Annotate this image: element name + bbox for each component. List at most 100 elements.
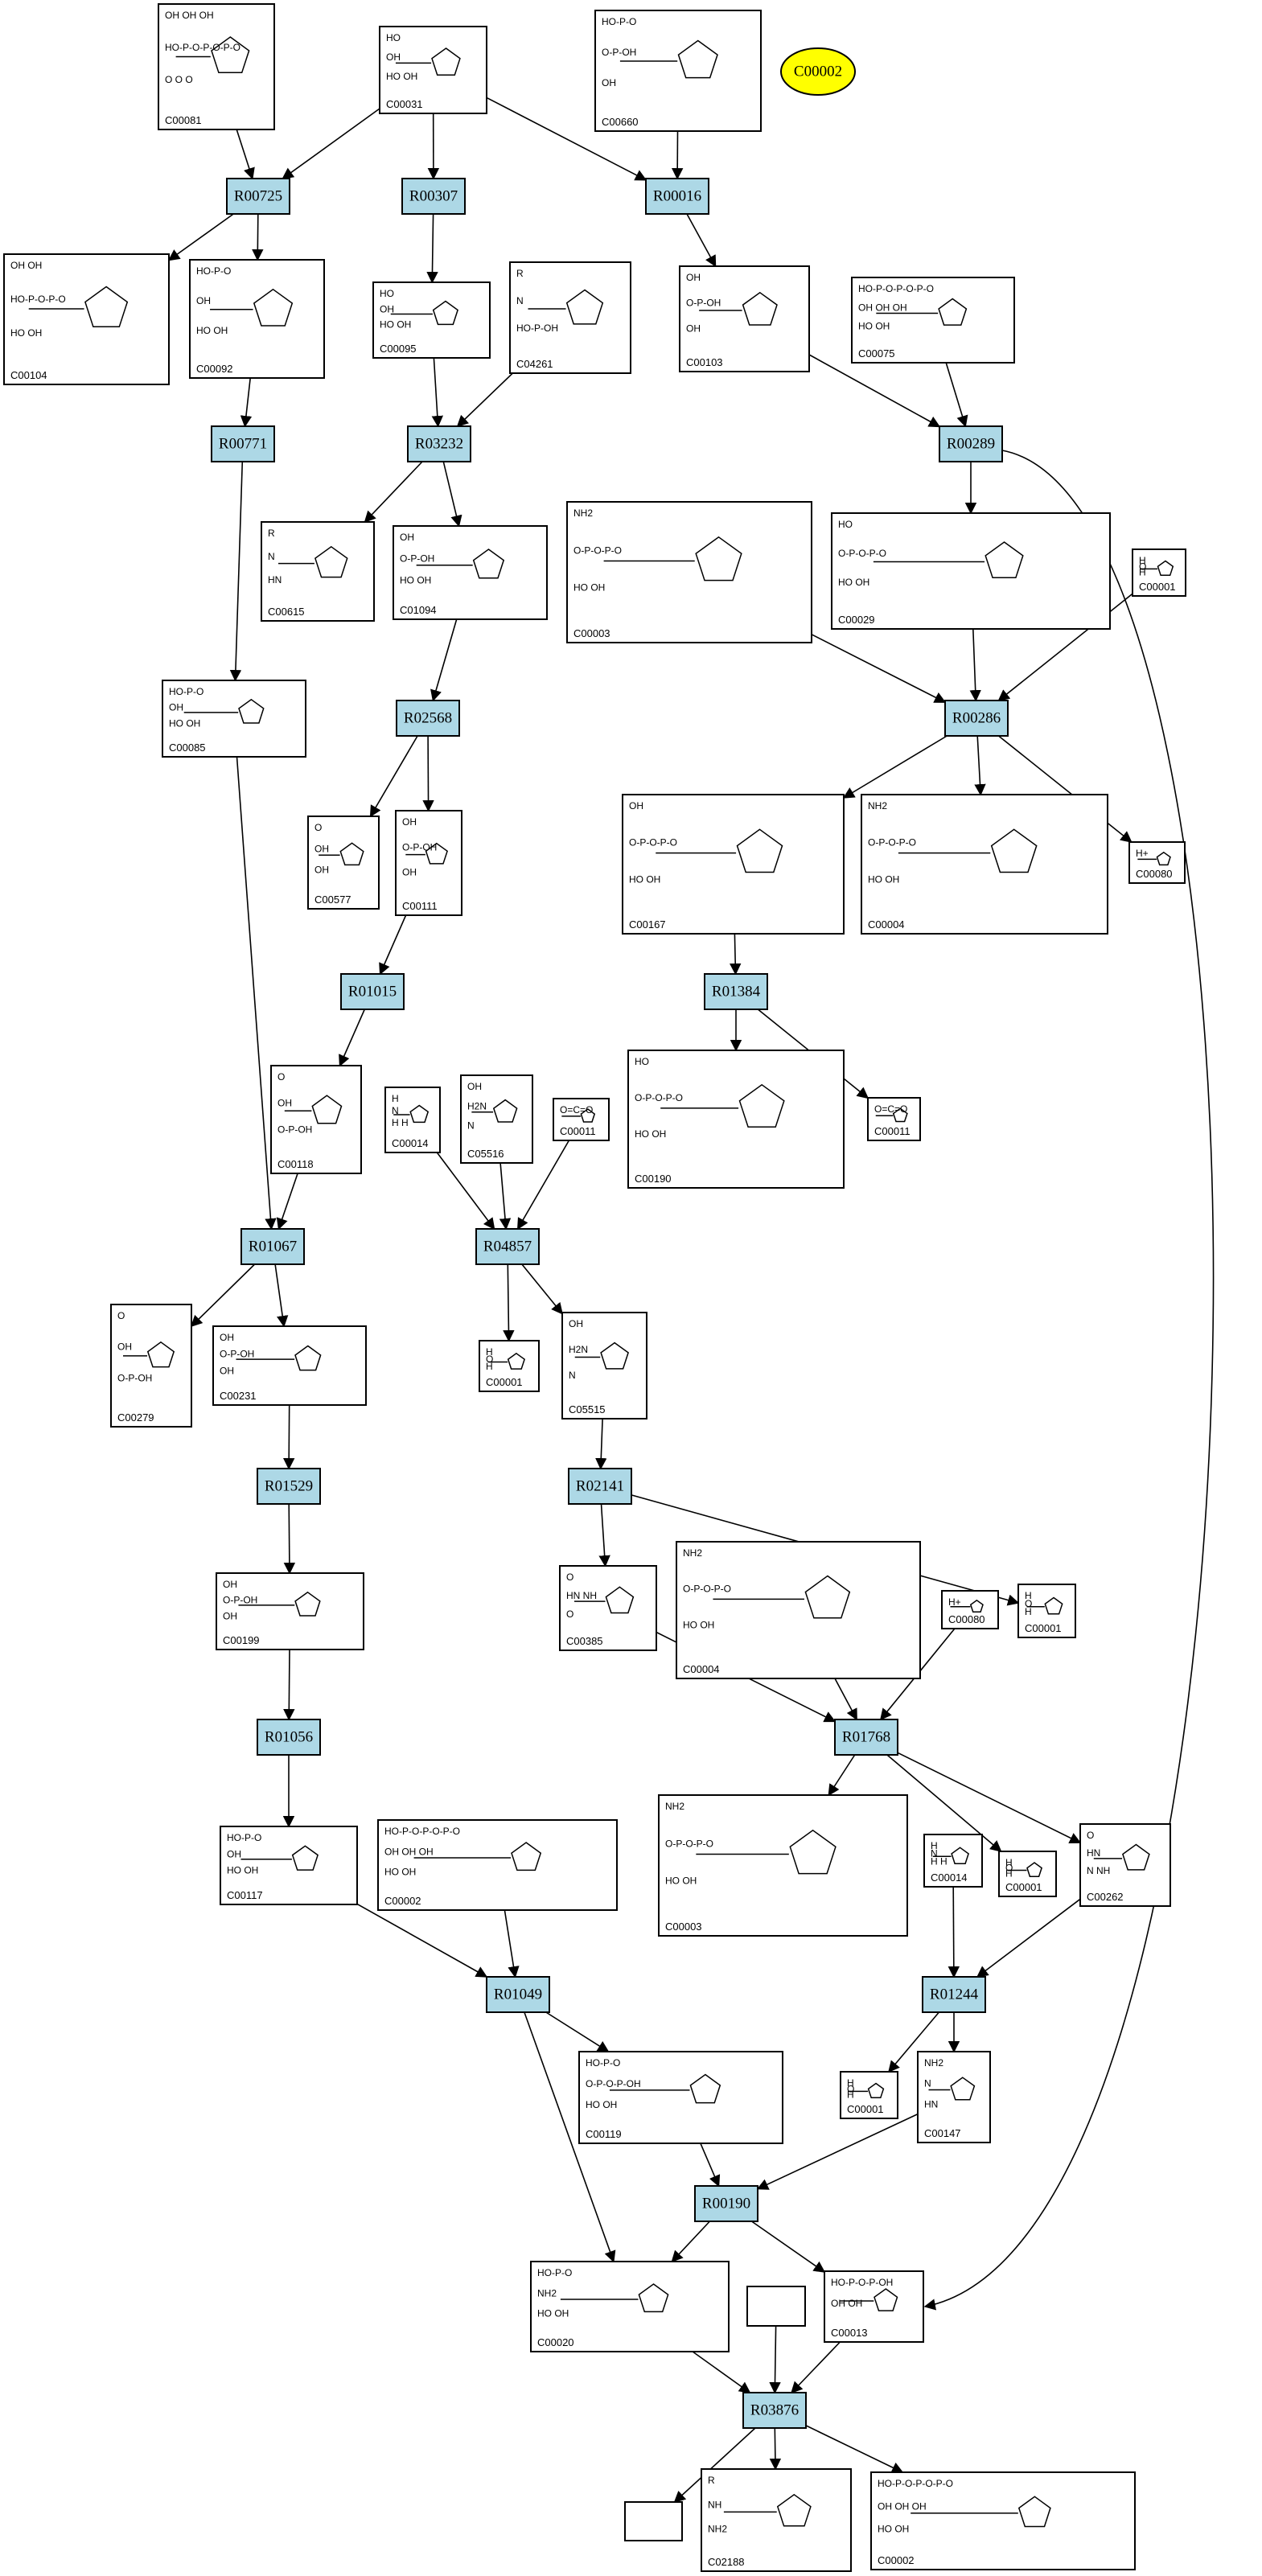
compound-box[interactable] <box>110 1304 192 1428</box>
reaction-node[interactable]: R02141 <box>568 1468 632 1505</box>
compound-box[interactable] <box>220 1826 358 1905</box>
compound-box[interactable] <box>701 2468 852 2572</box>
compound-node[interactable] <box>746 2286 806 2327</box>
reaction-node[interactable]: R01056 <box>257 1719 321 1756</box>
compound-node[interactable]: H+C00080 <box>1128 841 1186 884</box>
compound-box[interactable] <box>261 521 375 622</box>
reaction-box[interactable] <box>407 425 471 462</box>
compound-box[interactable] <box>479 1340 540 1392</box>
reaction-node[interactable]: R00286 <box>944 700 1009 737</box>
compound-box[interactable] <box>851 277 1015 364</box>
compound-box[interactable] <box>622 794 845 935</box>
compound-box[interactable] <box>162 680 306 758</box>
reaction-box[interactable] <box>211 425 275 462</box>
compound-box[interactable] <box>1079 1823 1171 1907</box>
reaction-node[interactable]: R00016 <box>645 178 709 215</box>
reaction-node[interactable]: R04857 <box>475 1228 540 1265</box>
compound-box[interactable] <box>824 2270 924 2343</box>
reaction-node[interactable]: R02568 <box>396 700 460 737</box>
compound-box[interactable] <box>861 794 1108 935</box>
compound-box[interactable] <box>509 261 631 374</box>
compound-box[interactable] <box>3 253 170 385</box>
compound-box[interactable] <box>627 1050 845 1189</box>
reaction-node[interactable]: R00307 <box>401 178 466 215</box>
compound-box[interactable] <box>559 1565 657 1651</box>
reaction-node[interactable]: R03876 <box>742 2392 807 2429</box>
reaction-node[interactable]: R01015 <box>340 973 405 1010</box>
compound-box[interactable] <box>679 265 810 372</box>
reaction-node[interactable]: R01067 <box>240 1228 305 1265</box>
reaction-box[interactable] <box>486 1976 550 2013</box>
compound-box[interactable] <box>578 2051 783 2144</box>
compound-box[interactable] <box>1132 548 1186 597</box>
reaction-box[interactable] <box>396 700 460 737</box>
reaction-box[interactable] <box>645 178 709 215</box>
highlight-ellipse[interactable] <box>780 47 856 96</box>
highlight-node[interactable]: C00002 <box>780 47 856 96</box>
reaction-node[interactable]: R00289 <box>939 425 1003 462</box>
compound-box[interactable] <box>530 2261 730 2352</box>
reaction-node[interactable]: R00725 <box>226 178 290 215</box>
reaction-box[interactable] <box>240 1228 305 1265</box>
reaction-box[interactable] <box>475 1228 540 1265</box>
compound-box[interactable] <box>840 2071 898 2119</box>
compound-box[interactable] <box>594 10 762 132</box>
reaction-box[interactable] <box>401 178 466 215</box>
compound-box[interactable] <box>624 2501 683 2541</box>
compound-box[interactable] <box>831 512 1111 630</box>
compound-box[interactable] <box>553 1098 610 1141</box>
compound-box[interactable] <box>189 259 325 379</box>
reaction-box[interactable] <box>340 973 405 1010</box>
compound-box[interactable] <box>998 1851 1057 1897</box>
compound-box[interactable] <box>377 1819 618 1911</box>
reaction-box[interactable] <box>922 1976 986 2013</box>
reaction-box[interactable] <box>568 1468 632 1505</box>
compound-box[interactable] <box>561 1312 647 1419</box>
reaction-node[interactable]: R01768 <box>834 1719 898 1756</box>
compound-box[interactable] <box>1128 841 1186 884</box>
reaction-box[interactable] <box>939 425 1003 462</box>
compound-box[interactable] <box>658 1794 908 1937</box>
compound-box[interactable] <box>395 810 462 916</box>
compound-box[interactable] <box>566 501 812 643</box>
compound-box[interactable] <box>870 2471 1136 2570</box>
compound-box[interactable] <box>379 26 487 114</box>
reaction-node[interactable]: R03232 <box>407 425 471 462</box>
